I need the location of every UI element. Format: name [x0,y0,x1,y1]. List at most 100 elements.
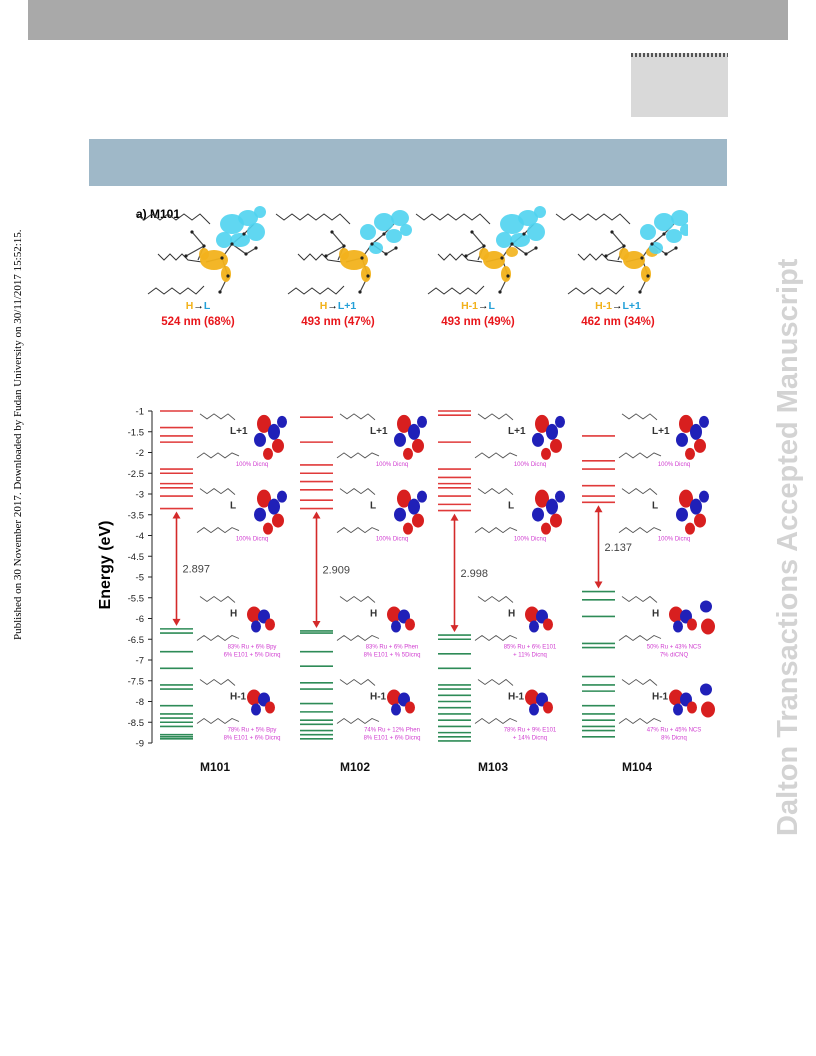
orbital-tag: H-1 [370,692,387,703]
molecule-sketch: H-1→L 493 nm (49%) [415,206,546,328]
orbital-lobe [687,701,697,714]
atom-dot [220,256,224,260]
orbital-tag: L [370,501,376,512]
electron-density [220,214,244,234]
orbital-lobe [673,620,683,633]
alkyl-chain [474,413,518,459]
orbital-lobe [387,689,401,706]
orbital-picture: L+1 100% Dicnq [618,413,709,468]
alkyl-chain [618,413,662,459]
y-tick-label: -5.5 [128,593,144,604]
transition-label: H-1→L [461,300,495,312]
orbital-lobe [701,701,715,718]
atom-dot [664,252,668,256]
complex-label: M103 [478,760,508,774]
orbital-lobe [543,618,553,631]
atom-dot [190,230,194,234]
electron-density [527,223,545,241]
orbital-lobe [417,415,427,428]
orbital-lobe [673,703,683,716]
alkyl-chain [577,253,623,263]
y-tick-label: -8 [136,697,144,708]
orbital-caption: 6% E101 + 5% Dicnq [224,653,281,659]
alkyl-chain [196,678,240,725]
orbital-caption: 8% E101 + 6% Dicnq [364,736,421,742]
gap-arrow-head [172,618,181,626]
orbital-tag: H [370,609,377,620]
orbital-lobe [529,620,539,633]
orbital-lobe [272,438,284,453]
alkyl-chain [415,213,491,225]
gap-value: 2.998 [461,568,489,580]
gap-value: 2.909 [323,565,351,577]
orbital-lobe [555,415,565,428]
orbital-lobe [397,489,411,508]
y-tick-label: -6.5 [128,635,144,646]
gap-arrow-head [594,505,603,513]
orbital-lobe [525,606,539,623]
orbital-lobe [676,507,688,522]
orbital-lobe [541,447,551,460]
orbital-lobe [391,703,401,716]
electron-density [254,206,266,218]
orbital-lobe [257,489,271,508]
electron-density [680,224,688,236]
orbital-lobe [247,606,261,623]
orbital-tag: H [508,609,515,620]
orbital-lobe [268,423,280,440]
orbital-lobe [679,414,693,433]
alkyl-chain [196,488,240,534]
orbital-lobe [247,689,261,706]
orbital-lobe [403,447,413,460]
atom-dot [662,232,666,236]
orbital-caption: + 11% Dicnq [513,653,547,659]
alkyl-chain [196,413,240,459]
orbital-lobe [412,513,424,528]
orbital-caption: 100% Dicnq [658,462,690,468]
y-tick-label: -9 [136,739,144,750]
atom-dot [610,230,614,234]
orbital-lobe [546,423,558,440]
alkyl-chain [618,595,662,642]
orbital-caption: 47% Ru + 45% NCS [647,728,702,734]
electron-density [496,232,512,248]
orbital-tag: L+1 [230,426,248,437]
alkyl-chain [135,213,211,225]
electron-density [400,224,412,236]
alkyl-chain [196,595,240,642]
orbital-tag: L+1 [652,426,670,437]
orbital-lobe [543,701,553,714]
orbital-caption: 100% Dicnq [658,537,690,543]
atom-dot [370,242,374,246]
y-tick-label: -2 [136,448,144,459]
orbital-tag: H-1 [230,692,247,703]
gap-arrow-head [172,511,181,519]
orbital-lobe [700,683,712,696]
atom-dot [184,254,188,258]
electron-density [216,232,232,248]
hole-density [339,248,349,260]
wavelength-label: 493 nm (49%) [441,316,515,328]
hole-density [506,247,518,257]
orbital-lobe [403,522,413,535]
unoccupied-orbital-label: L [489,300,496,312]
unoccupied-orbital-label: L+1 [623,300,642,312]
atom-dot [506,274,510,278]
alkyl-chain [147,285,205,295]
header-bar [28,0,788,40]
orbital-caption: 100% Dicnq [514,462,546,468]
orbital-lobe [694,438,706,453]
y-tick-label: -3 [136,490,144,501]
orbital-lobe [412,438,424,453]
orbital-caption: 7% diCNQ [660,653,689,659]
alkyl-chain [618,488,662,534]
alkyl-chain [474,595,518,642]
atom-dot [674,246,678,250]
